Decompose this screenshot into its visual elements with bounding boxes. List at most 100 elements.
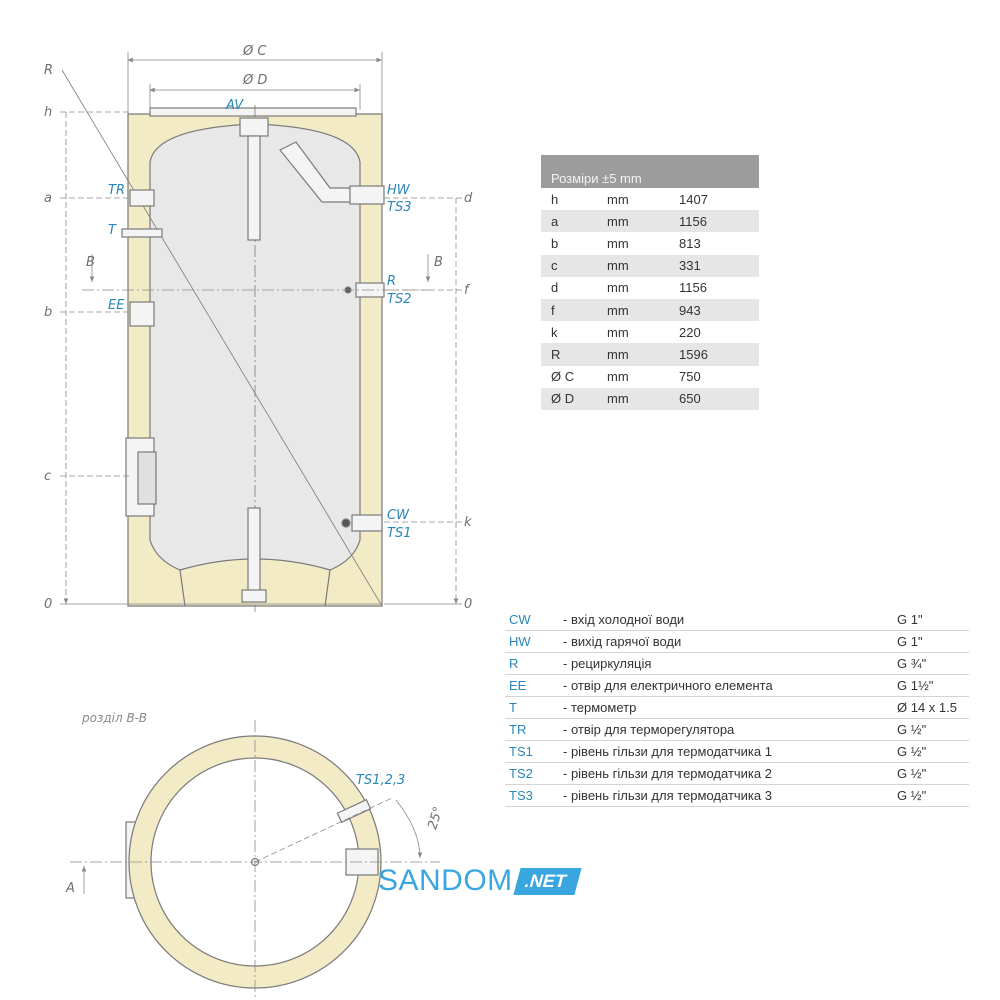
- dimension-unit: mm: [597, 387, 669, 410]
- legend-code: CW: [505, 609, 563, 631]
- av-tube: [247, 135, 261, 241]
- legend-size: G 1": [893, 630, 969, 653]
- dimension-value: 1156: [669, 210, 759, 233]
- r-diagonal: [61, 69, 383, 607]
- dimension-unit: mm: [597, 365, 669, 388]
- legend-code: TR: [505, 718, 563, 741]
- t-fitting: [121, 228, 163, 238]
- conn-hw: HW: [387, 183, 411, 198]
- dimension-value: 220: [669, 321, 759, 344]
- dimension-lines: [60, 52, 462, 605]
- label-ts123: TS1,2,3: [356, 773, 405, 788]
- dimension-value: 750: [669, 365, 759, 388]
- dimension-name: Ø C: [541, 365, 597, 388]
- legend-desc: - отвір для терморегулятора: [563, 718, 893, 741]
- dimension-value: 1407: [669, 188, 759, 211]
- conn-ts1: TS1: [387, 526, 411, 541]
- label-c: c: [44, 469, 51, 484]
- watermark-main: SANDOM: [378, 864, 513, 897]
- section-title: розділ B-B: [81, 711, 147, 725]
- label-a-arrow: A: [65, 881, 75, 896]
- hw-fitting: [349, 185, 385, 205]
- legend-desc: - термометр: [563, 696, 893, 719]
- label-d: d: [464, 191, 473, 206]
- section-port-angled: [336, 798, 372, 824]
- cw-fitting: [351, 514, 383, 532]
- dimension-name: c: [541, 254, 597, 277]
- legend-code: R: [505, 652, 563, 675]
- legend-code: EE: [505, 674, 563, 697]
- legend-size: G ½": [893, 740, 969, 763]
- conn-cw: CW: [387, 508, 410, 523]
- watermark-logo: SANDOM .NET: [378, 864, 582, 897]
- legend-size: G ½": [893, 718, 969, 741]
- dimensions-header: Розміри ±5 mm: [541, 155, 669, 188]
- dimension-value: 331: [669, 254, 759, 277]
- dimension-unit: mm: [597, 254, 669, 277]
- legend-size: G ½": [893, 784, 969, 807]
- dimension-unit: mm: [597, 232, 669, 255]
- legend-desc: - вихід гарячої води: [563, 630, 893, 653]
- conn-t: T: [108, 223, 117, 238]
- conn-r: R: [387, 274, 396, 289]
- conn-ee: EE: [108, 298, 125, 313]
- label-r: R: [44, 63, 53, 78]
- dimensions-header-empty: [669, 155, 759, 188]
- legend-size: Ø 14 x 1.5: [893, 696, 969, 719]
- conn-tr: TR: [108, 183, 125, 198]
- dimension-name: b: [541, 232, 597, 255]
- legend-desc: - рециркуляція: [563, 652, 893, 675]
- bottom-fitting: [241, 589, 267, 603]
- label-h: h: [44, 105, 52, 120]
- legend-code: TS1: [505, 740, 563, 763]
- conn-ts3: TS3: [387, 200, 411, 215]
- dimension-name: a: [541, 210, 597, 233]
- dimensions-table-header: Розміри ±5 mm: [541, 155, 759, 188]
- elevation-view: [61, 69, 385, 612]
- top-cover: [149, 107, 357, 117]
- dimension-name: f: [541, 298, 597, 322]
- dimension-unit: mm: [597, 298, 669, 322]
- dimension-name: R: [541, 343, 597, 366]
- tr-fitting: [129, 189, 155, 207]
- legend-desc: - рівень гільзи для термодатчика 1: [563, 740, 893, 763]
- legend-code: T: [505, 696, 563, 719]
- label-zero-left: 0: [44, 597, 52, 612]
- conn-av: AV: [225, 98, 244, 113]
- legend-code: HW: [505, 630, 563, 653]
- label-k: k: [464, 515, 472, 530]
- label-zero-right: 0: [464, 597, 472, 612]
- dimension-unit: mm: [597, 321, 669, 344]
- legend-desc: - отвір для електричного елемента: [563, 674, 893, 697]
- dimension-name: k: [541, 321, 597, 344]
- legend-desc: - рівень гільзи для термодатчика 2: [563, 762, 893, 785]
- dimension-value: 813: [669, 232, 759, 255]
- legend-code: TS2: [505, 762, 563, 785]
- dimension-value: 943: [669, 298, 759, 322]
- legend-size: G ½": [893, 762, 969, 785]
- watermark-net: .NET: [513, 867, 582, 895]
- label-phi-d: Ø D: [242, 73, 267, 88]
- tank-base: [179, 569, 331, 607]
- legend-size: G 1½": [893, 674, 969, 697]
- dimension-unit: mm: [597, 210, 669, 233]
- legend-desc: - рівень гільзи для термодатчика 3: [563, 784, 893, 807]
- bottom-rod: [247, 507, 261, 593]
- dimension-value: 1596: [669, 343, 759, 366]
- dimension-name: Ø D: [541, 387, 597, 410]
